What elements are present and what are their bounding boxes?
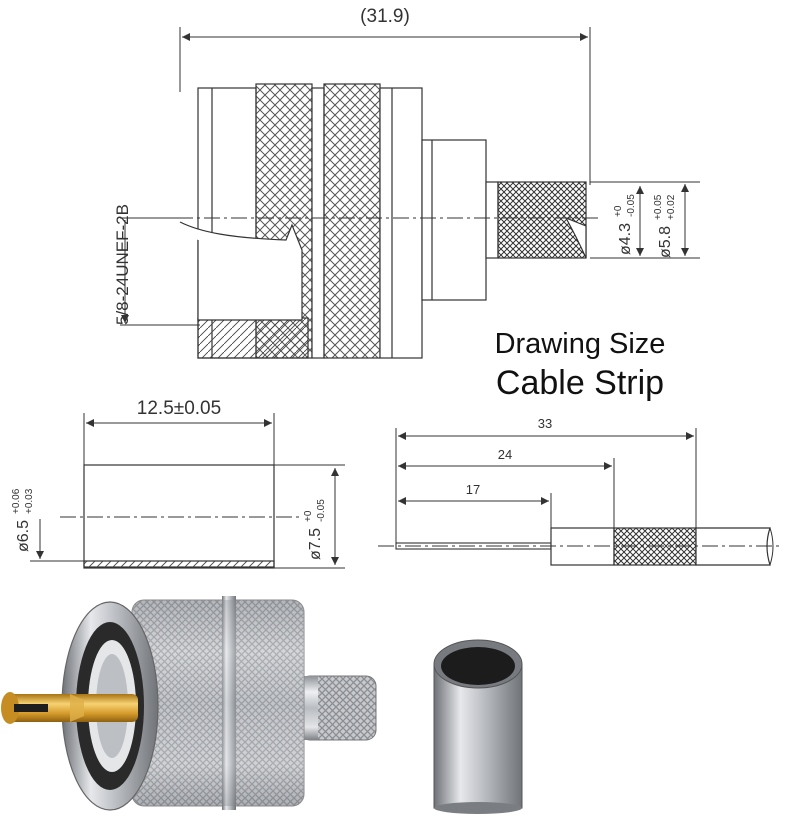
crimp-dia-dimensions	[590, 181, 700, 259]
strip-label-24: 24	[498, 447, 512, 462]
ferrule-outer-dia-tol-minus: -0.05	[316, 499, 327, 522]
overall-length-label: (31.9)	[360, 6, 410, 27]
crimp-outer-dia-tol-plus: +0.05	[653, 194, 664, 220]
ferrule-drawing	[30, 413, 345, 569]
crimp-inner-dia-tol-plus: +0	[613, 205, 624, 217]
thread-spec-label: 5/8-24UNEF-2B	[113, 204, 132, 325]
crimp-inner-dia-label: ø4.3 +0 -0.05	[613, 194, 637, 255]
ferrule-inner-dia-label: ø6.5 +0.06 +0.03	[11, 488, 35, 552]
connector-drawing	[150, 27, 600, 359]
thread-dimension	[120, 217, 200, 326]
strip-label-17: 17	[466, 482, 480, 497]
ferrule-length-label: 12.5±0.05	[137, 398, 221, 419]
crimp-inner-dia-value: ø4.3	[617, 223, 634, 255]
crimp-inner-dia-tol-minus: -0.05	[626, 194, 637, 217]
knurl-ring-rear	[323, 83, 381, 359]
ferrule-outer-dia-tol-plus: +0	[303, 510, 314, 522]
crimp-outer-dia-tol-minus: +0.02	[666, 194, 677, 220]
ferrule-photo	[433, 639, 523, 814]
drawing-subtitle: Cable Strip	[495, 364, 665, 402]
braid-section	[613, 527, 697, 566]
crimp-outer-dia-value: ø5.8	[657, 226, 674, 258]
ferrule-outer-dia-value: ø7.5	[307, 528, 324, 560]
ferrule-inner-dia-value: ø6.5	[15, 520, 32, 552]
ferrule-outer-dia-label: ø7.5 +0 -0.05	[303, 499, 327, 560]
cable-strip-drawing	[378, 428, 780, 566]
connector-photo	[1, 596, 377, 811]
crimp-outer-dia-label: ø5.8 +0.05 +0.02	[653, 194, 677, 258]
ferrule-inner-dia-tol-plus: +0.06	[11, 488, 22, 514]
ferrule-section-hatch	[83, 560, 275, 569]
strip-label-33: 33	[538, 416, 552, 431]
ferrule-inner-dia-tol-minus: +0.03	[24, 488, 35, 514]
drawing-title: Drawing Size	[494, 328, 666, 360]
crimp-sleeve-knurl	[497, 181, 587, 259]
section-hatch	[197, 317, 309, 359]
